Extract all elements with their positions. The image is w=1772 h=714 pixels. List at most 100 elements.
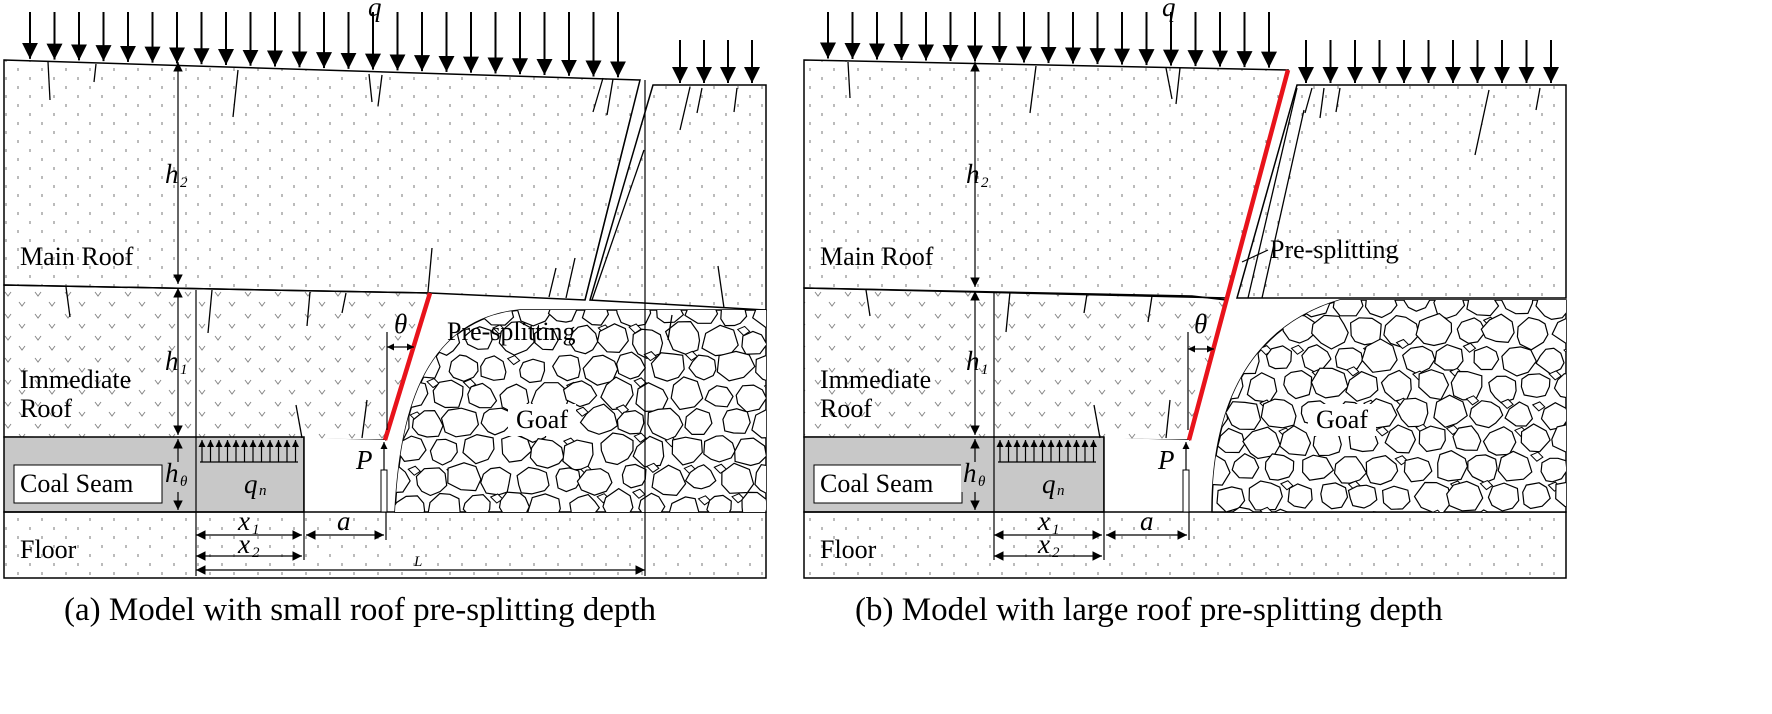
prop-p: [380, 469, 388, 513]
goaf-label-background: [508, 404, 576, 436]
goaf-rock: [415, 467, 448, 497]
p-label: P: [1157, 445, 1175, 475]
qn-subscript: n: [1057, 483, 1065, 499]
goaf-rock: [501, 433, 533, 463]
h1-subscript: 1: [180, 362, 188, 378]
goaf-rock: [447, 462, 482, 492]
goaf-rock: [1213, 370, 1244, 401]
x1-subscript: 1: [252, 522, 260, 538]
goaf-rock: [1465, 395, 1480, 406]
load-q-label: q: [368, 0, 382, 22]
goaf-rock: [600, 432, 634, 466]
goaf-rock: [1479, 479, 1494, 491]
h2-label: h: [966, 159, 980, 189]
h0-label: h: [165, 458, 179, 488]
goaf-rock: [650, 352, 685, 382]
goaf-rock: [1403, 300, 1431, 312]
goaf-rock: [1487, 482, 1520, 512]
theta-label: θ: [394, 309, 407, 339]
goaf-rock: [1227, 506, 1260, 512]
goaf-rock: [751, 310, 766, 328]
immediate-roof-label-line2: Roof: [20, 394, 72, 423]
goaf-rock: [1311, 314, 1349, 350]
goaf-rock: [734, 437, 766, 467]
goaf-label: Goaf: [1316, 405, 1368, 434]
x2-subscript: 2: [252, 545, 260, 561]
goaf-rock: [1418, 425, 1446, 453]
goaf-rock: [1320, 482, 1349, 510]
h2-subscript: 2: [981, 175, 989, 191]
a-label: a: [337, 506, 351, 536]
h0-label-box: [163, 462, 193, 492]
goaf-rock: [633, 432, 648, 443]
goaf-rock: [1287, 483, 1313, 509]
goaf-rock: [703, 435, 736, 463]
goaf-rock: [684, 464, 717, 490]
goaf-rock: [1429, 509, 1444, 512]
qn-label: q: [244, 469, 258, 499]
floor: [3, 511, 767, 579]
goaf-rock: [562, 380, 598, 408]
caption-b: (b) Model with large roof pre-splitting …: [855, 592, 1443, 628]
goaf-rock: [552, 354, 581, 382]
floor-label: Floor: [820, 535, 877, 564]
goaf-rock: [1581, 425, 1593, 434]
goaf-rock: [1310, 367, 1349, 399]
roof-cracks: [47, 61, 738, 439]
goaf-rock: [1499, 300, 1535, 315]
goaf-rock: [1365, 455, 1399, 486]
goaf-rock: [1569, 454, 1598, 482]
goaf-rock: [1520, 423, 1551, 453]
goaf-rock: [1572, 515, 1599, 538]
goaf-rock: [462, 493, 491, 512]
goaf-rock: [621, 463, 647, 489]
goaf-rock: [1384, 424, 1417, 454]
x1-label: x: [237, 506, 250, 536]
goaf-rock: [736, 325, 751, 337]
goaf-rock: [1452, 425, 1482, 451]
goaf-rock: [569, 493, 601, 512]
goaf-rock: [706, 494, 732, 512]
goaf-rock: [616, 409, 645, 435]
goaf-rock: [1375, 426, 1389, 437]
goaf-rock: [1413, 481, 1453, 512]
goaf-rock: [1345, 370, 1379, 402]
goaf-rock: [1482, 426, 1517, 456]
goaf-rock: [462, 433, 495, 465]
goaf-rock: [407, 465, 422, 476]
h2-label: h: [165, 159, 179, 189]
pre-splitting-leader: [1241, 249, 1269, 263]
immediate-roof-label-line1: Immediate: [20, 365, 131, 394]
h1-subscript: 1: [981, 362, 989, 378]
goaf-rock: [1290, 344, 1305, 355]
goaf-rock: [1301, 454, 1335, 481]
goaf-rock: [1551, 423, 1566, 454]
goaf-rock: [1395, 338, 1410, 350]
goaf-rock: [427, 492, 461, 512]
goaf-rock: [1602, 345, 1614, 354]
x2-label: x: [1037, 529, 1050, 559]
goaf-rock: [429, 438, 458, 466]
support-pressure-arrows: [996, 440, 1098, 463]
goaf-rock: [1500, 398, 1514, 410]
h2-subscript: 2: [180, 175, 188, 191]
goaf-rock: [1571, 400, 1601, 427]
goaf-rock: [615, 310, 652, 328]
goaf-rock: [533, 327, 559, 351]
goaf-rock: [576, 468, 613, 496]
goaf-rock: [1347, 484, 1378, 509]
goaf-rock: [1345, 366, 1360, 377]
goaf-rock: [1259, 506, 1274, 512]
floor-label: Floor: [20, 535, 77, 564]
coal-seam-label: Coal Seam: [820, 469, 933, 498]
goaf-rock: [498, 491, 530, 512]
goaf-rock: [498, 321, 535, 356]
goaf-rock: [1217, 427, 1246, 454]
goaf-rock: [684, 310, 719, 324]
goaf-rock: [773, 383, 801, 407]
panel-b: Main Roof Immediate Roof Coal Seam Floor…: [803, 0, 1614, 628]
goaf-rock: [1531, 401, 1546, 412]
goaf-rock: [411, 409, 444, 438]
support-pressure-arrows: [198, 440, 300, 463]
goaf-rock: [741, 330, 766, 355]
